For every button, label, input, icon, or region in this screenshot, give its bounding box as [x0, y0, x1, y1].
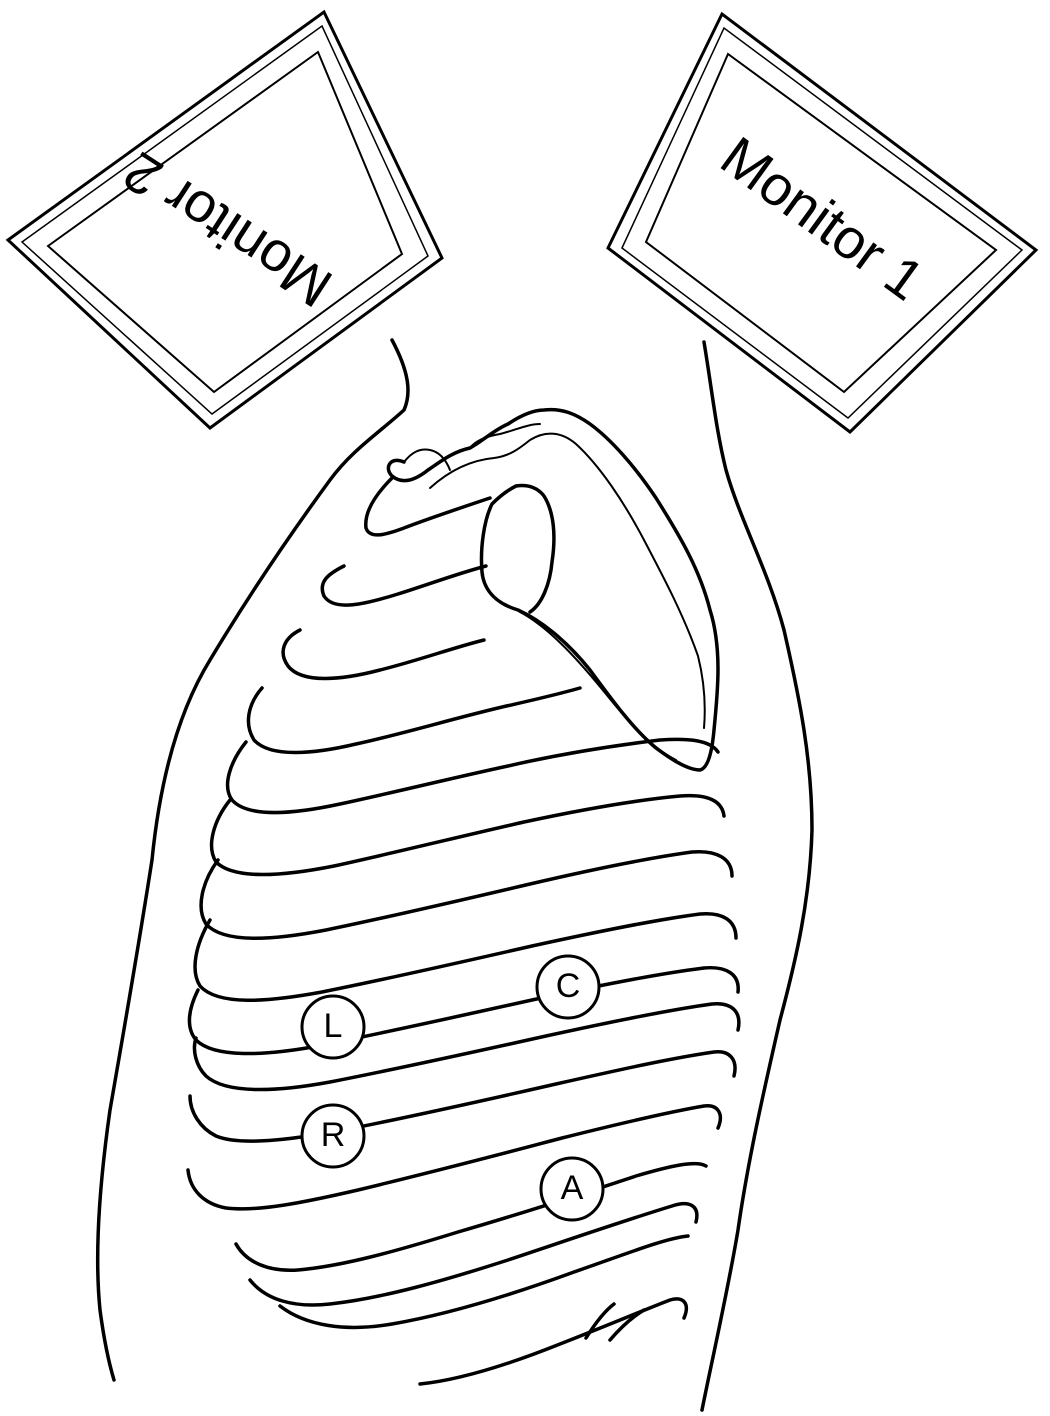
monitor-2: Monitor 2: [5, 9, 444, 430]
marker-c: C: [535, 954, 601, 1020]
marker-l-label: L: [324, 1007, 343, 1045]
marker-r-label: R: [321, 1116, 346, 1154]
marker-c-label: C: [556, 967, 581, 1005]
body-outline: [95, 338, 814, 1412]
marker-r: R: [300, 1103, 366, 1169]
marker-a: A: [539, 1156, 605, 1222]
scapula: [386, 407, 720, 772]
marker-l: L: [300, 994, 366, 1060]
marker-a-label: A: [561, 1169, 584, 1207]
ribcage: [186, 476, 741, 1386]
monitor-1: Monitor 1: [606, 11, 1039, 434]
